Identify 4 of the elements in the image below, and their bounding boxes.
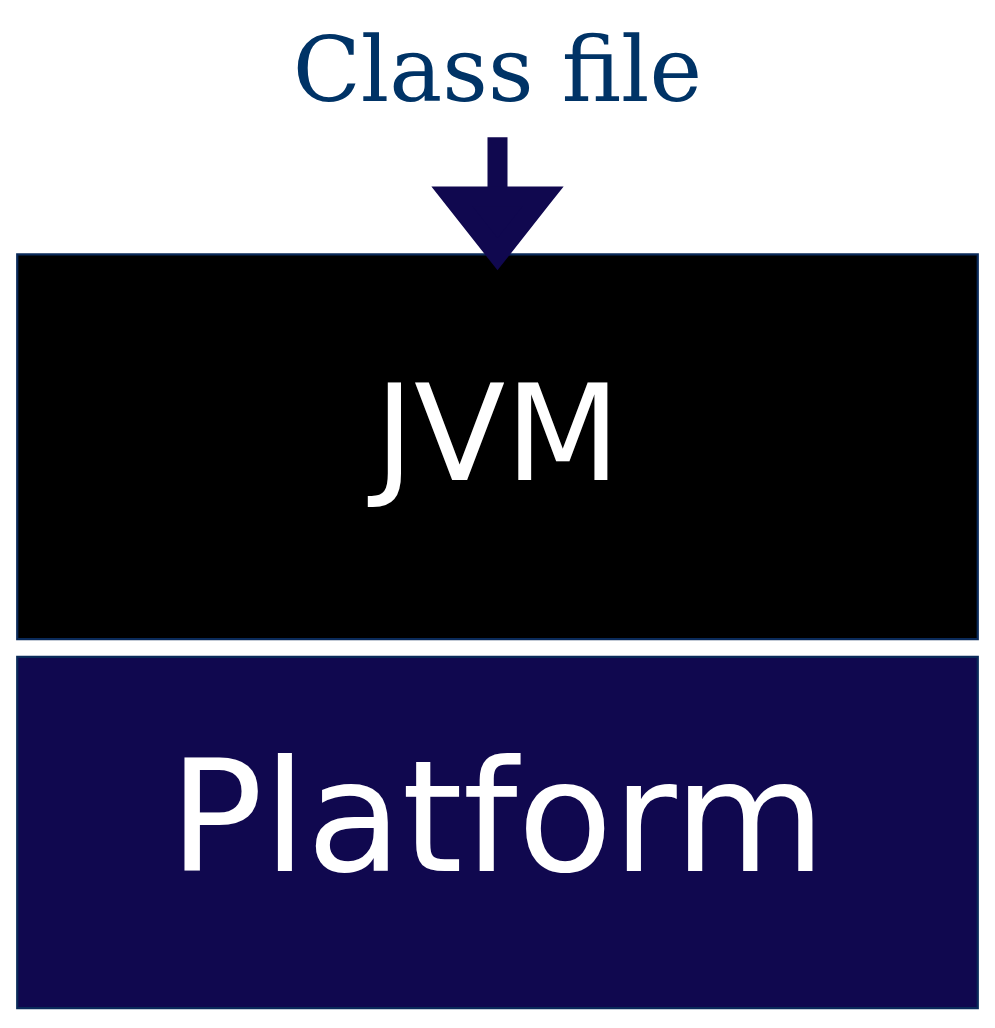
node-box: Platform (16, 655, 979, 1009)
node-box: JVM (16, 252, 979, 640)
arrow (431, 136, 564, 270)
node-text: Class file (292, 17, 703, 122)
